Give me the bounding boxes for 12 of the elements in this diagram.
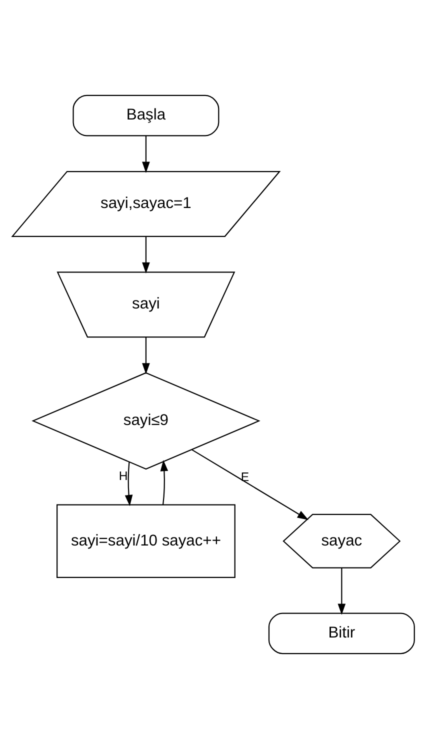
- arrow: [338, 567, 346, 614]
- node-diamond: sayi≤9: [32, 372, 260, 470]
- node-box: sayi=sayi/10 sayac++: [56, 504, 236, 578]
- node-box: Başla: [72, 94, 220, 136]
- arrow: [142, 135, 150, 172]
- node-box: Bitir: [268, 612, 415, 654]
- arrow: [192, 448, 309, 520]
- arrow: [124, 461, 133, 506]
- arrow: [142, 336, 150, 374]
- arrow: [160, 459, 168, 504]
- arrow: [142, 236, 150, 274]
- edge-label: H: [118, 468, 128, 482]
